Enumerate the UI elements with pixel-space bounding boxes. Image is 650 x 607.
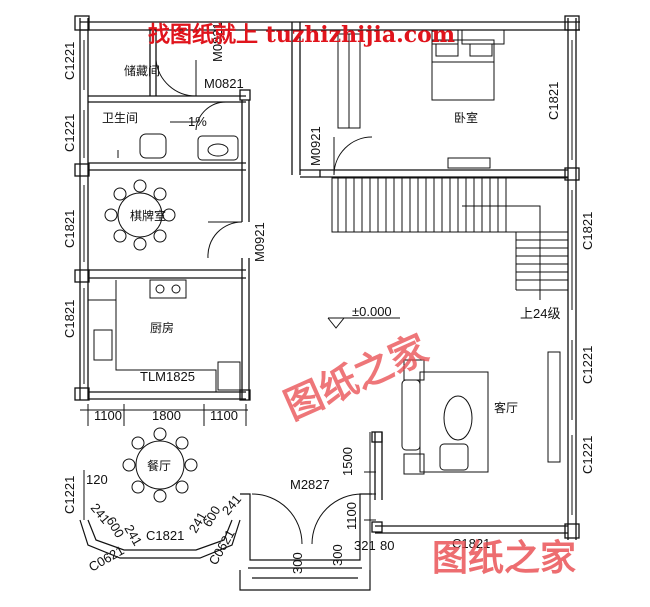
bath-window-code: C1221 <box>62 114 77 152</box>
bed <box>431 29 505 101</box>
room-label-bedroom: 卧室 <box>454 110 478 125</box>
bay-right-window-code: C0621 <box>206 527 238 568</box>
room-label-storage: 储藏间 <box>124 63 160 78</box>
dim-300-b: 300 <box>330 544 345 566</box>
chess-window-code: C1821 <box>62 210 77 248</box>
walls <box>74 15 580 540</box>
dining-window-code: C1221 <box>62 476 77 514</box>
dim-1100-left: 1100 <box>94 408 122 423</box>
kitchen-window-code: C1821 <box>62 300 77 338</box>
dimension-lines <box>80 404 376 590</box>
chess-door-code: M0921 <box>252 222 267 262</box>
left-wall-windows <box>83 40 573 520</box>
room-label-kitchen: 厨房 <box>150 320 174 335</box>
kitchen-counter <box>88 279 241 392</box>
dim-80: 80 <box>380 538 394 553</box>
staircase <box>331 177 569 300</box>
desk <box>447 157 491 169</box>
storage-door-code: M0821 <box>204 76 244 91</box>
living-window-1-code: C1221 <box>580 346 595 384</box>
site-banner: 找图纸就上 tuzhizhijia.com <box>148 22 455 48</box>
bedroom-right-window-code: C1821 <box>546 82 561 120</box>
storage-door-code-vertical: M0821 <box>210 22 225 62</box>
stairs-label: 上24级 <box>520 306 560 321</box>
dim-1100-vertical: 1100 <box>344 502 359 530</box>
room-label-living: 客厅 <box>494 400 518 415</box>
bathroom-fixtures <box>117 121 239 161</box>
watermark-center: 图纸之家 <box>277 325 434 428</box>
dim-1800: 1800 <box>152 408 181 423</box>
bay-dim-b3: 241 <box>219 492 244 518</box>
wardrobe <box>337 33 361 129</box>
room-label-bathroom: 卫生间 <box>102 111 138 125</box>
kitchen-door-label: TLM1825 <box>140 369 195 384</box>
dim-321: 321 <box>354 538 376 553</box>
living-bottom-window-code: C1821 <box>452 536 490 551</box>
dim-120: 120 <box>86 472 108 487</box>
elevation-label: ±0.000 <box>352 304 392 319</box>
dining-table <box>122 427 198 503</box>
stair-right-window-code: C1821 <box>580 212 595 250</box>
dim-1100-right: 1100 <box>210 408 238 423</box>
bay-front-window-code: C1821 <box>146 528 184 543</box>
door-swings <box>155 59 373 545</box>
dim-300-a: 300 <box>290 552 305 574</box>
storage-window-code: C1221 <box>62 42 77 80</box>
watermark-bottom-right: 图纸之家 <box>432 537 576 579</box>
slope-label: 1% <box>188 114 207 129</box>
room-label-chess: 棋牌室 <box>130 208 166 223</box>
bay-window <box>79 493 372 591</box>
bay-dim-a3: 241 <box>121 522 145 548</box>
living-window-2-code: C1221 <box>580 436 595 474</box>
elevation-marker <box>327 317 400 329</box>
main-door-label: M2827 <box>290 477 330 492</box>
dim-1500: 1500 <box>340 447 355 476</box>
room-label-dining: 餐厅 <box>147 458 171 473</box>
sofa-set <box>401 351 561 475</box>
bedroom-door-code: M0921 <box>308 126 323 166</box>
chess-table <box>104 179 176 251</box>
